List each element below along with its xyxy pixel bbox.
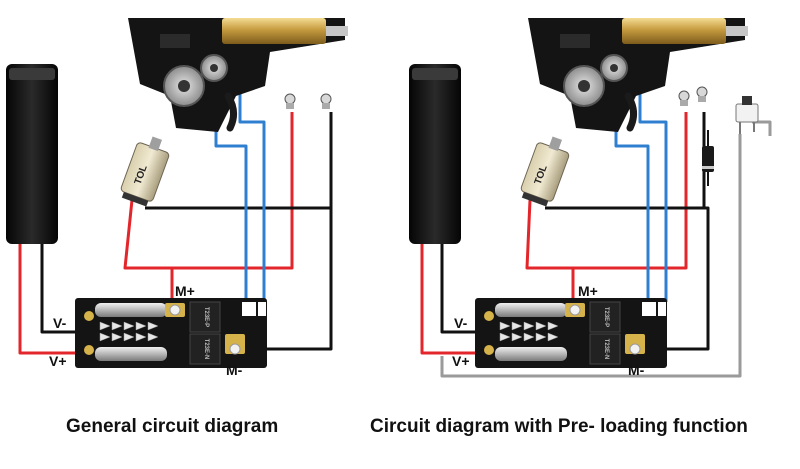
battery-negative-wire xyxy=(440,243,490,334)
motor-negative-wire xyxy=(145,206,333,351)
m-minus-label: M- xyxy=(628,362,645,378)
m-plus-label: M+ xyxy=(175,283,195,299)
battery-positive-wire xyxy=(420,243,490,355)
preload-switch-wire-2 xyxy=(752,120,772,136)
motor-icon: TOL xyxy=(120,136,170,207)
board-text-bottom: T23E-N xyxy=(603,339,609,360)
tactile-switch-icon xyxy=(735,96,759,134)
v-minus-label: V- xyxy=(53,315,67,331)
v-plus-label: V+ xyxy=(452,353,470,369)
motor-positive-wire xyxy=(123,112,294,270)
general-circuit-diagram: TOL T23E-P xyxy=(6,18,348,378)
left-diagram-caption: General circuit diagram xyxy=(66,416,279,437)
preload-switch-wire xyxy=(440,134,742,378)
board-text-bottom: T23E-N xyxy=(203,339,209,360)
m-minus-label: M- xyxy=(226,362,243,378)
gearbox-icon xyxy=(528,18,748,132)
trigger-contact-icon xyxy=(678,86,708,106)
trigger-contact-icon xyxy=(284,93,332,109)
mosfet-board-icon: T23E-P T23E-N xyxy=(75,298,267,368)
preloading-circuit-diagram: TOL T23E-P xyxy=(409,18,772,378)
board-text-top: T23E-P xyxy=(603,307,609,327)
battery-icon xyxy=(6,64,58,244)
motor-positive-wire xyxy=(525,112,688,270)
battery-negative-wire xyxy=(40,243,90,334)
v-plus-label: V+ xyxy=(49,353,67,369)
gearbox-icon xyxy=(128,18,348,132)
m-plus-label: M+ xyxy=(578,283,598,299)
diode-icon xyxy=(702,130,714,186)
motor-negative-wire xyxy=(545,206,710,351)
right-diagram-caption: Circuit diagram with Pre- loading functi… xyxy=(370,416,748,437)
battery-positive-wire xyxy=(18,243,90,355)
signal-wire-2 xyxy=(638,90,668,302)
battery-icon xyxy=(409,64,461,244)
motor-icon: TOL xyxy=(520,136,570,207)
v-minus-label: V- xyxy=(454,315,468,331)
signal-wire-2 xyxy=(238,90,266,302)
mosfet-board-icon: T23E-P T23E-N xyxy=(475,298,667,368)
board-text-top: T23E-P xyxy=(203,307,209,327)
